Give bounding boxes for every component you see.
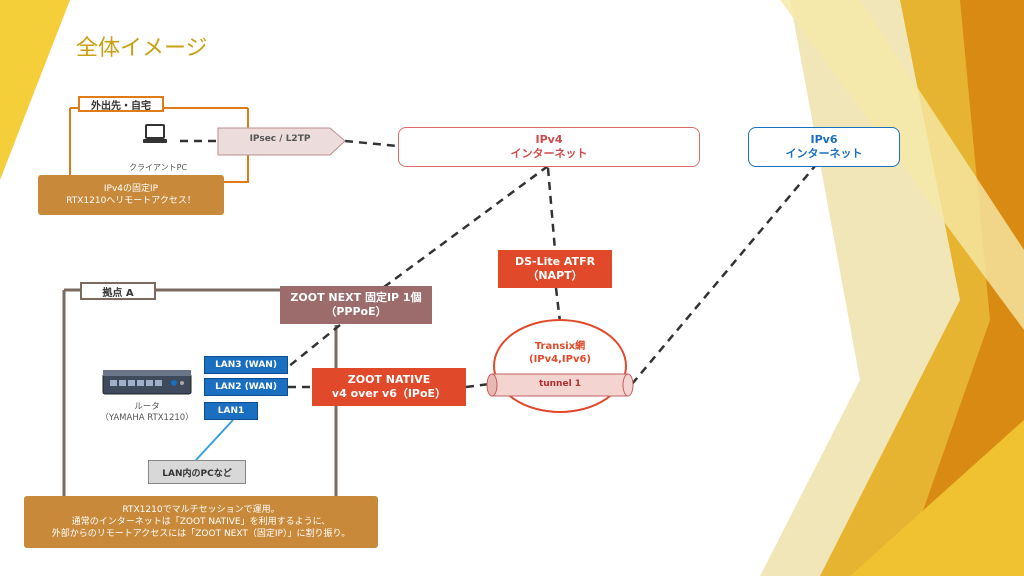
vpn-to-ipv4-line <box>344 139 399 148</box>
ipv6-line-1: IPv6 <box>810 133 838 146</box>
ds-lite-line-1: DS-Lite ATFR <box>514 255 596 268</box>
zoot-native-line-2: v4 over v6（IPoE） <box>331 387 447 400</box>
ipv4-line-1: IPv4 <box>535 133 563 146</box>
left-corner-shape <box>0 0 70 180</box>
vpn-arrow-shape <box>217 127 346 156</box>
zoot-native-line-1: ZOOT NATIVE <box>347 373 431 386</box>
ipv6-line-2: インターネット <box>785 147 863 160</box>
ipv4-to-dslite-line <box>546 167 557 251</box>
ds-lite-line-2: （NAPT） <box>527 269 583 282</box>
tunnel-to-ipv6-line <box>631 165 816 385</box>
ipv6-internet-box: IPv6 インターネット <box>748 127 900 167</box>
right-orange-shape <box>900 0 1024 576</box>
client-pc-label: クライアントPC <box>128 163 188 172</box>
zoot-next-line-1: ZOOT NEXT 固定IP 1個 <box>290 291 422 304</box>
router-line-1: ルータ <box>134 402 160 412</box>
transix-line-1: Transix網 <box>534 341 586 352</box>
remote-site-label: 外出先・自宅 <box>78 96 164 112</box>
zoot-native-box: ZOOT NATIVE v4 over v6（IPoE） <box>312 368 466 406</box>
lan-pc-box: LAN内のPCなど <box>148 460 246 484</box>
dslite-to-transix-line <box>554 287 562 323</box>
lan1-to-pc-line <box>195 419 234 461</box>
transix-ellipse <box>493 319 627 413</box>
remote-note-line-1: IPv4の固定IP <box>103 184 159 194</box>
zootnext-to-lan3-line <box>287 324 341 368</box>
site-a-note-line-3: 外部からのリモートアクセスには「ZOOT NEXT（固定IP）」に割り振り。 <box>51 529 351 539</box>
lan1-port: LAN1 <box>204 402 258 420</box>
laptop-icon <box>142 124 168 146</box>
ipv4-line-2: インターネット <box>510 147 588 160</box>
lan2-port: LAN2 (WAN) <box>204 378 288 396</box>
tunnel-left-end <box>486 373 498 397</box>
ipv4-to-zootnext-line <box>379 164 549 292</box>
lan3-port: LAN3 (WAN) <box>204 356 288 374</box>
native-to-tunnel-line <box>465 382 491 389</box>
ds-lite-box: DS-Lite ATFR （NAPT） <box>498 250 612 288</box>
transix-line-2: (IPv4,IPv6) <box>529 354 591 365</box>
vpn-label: IPsec / L2TP <box>249 134 311 144</box>
router-icon <box>102 368 192 396</box>
right-bottom-shape <box>850 420 1024 576</box>
transix-label: Transix網 (IPv4,IPv6) <box>510 340 610 366</box>
site-a-label: 拠点 A <box>80 282 156 300</box>
right-band-shape <box>780 0 1024 330</box>
tunnel-label: tunnel 1 <box>538 379 582 389</box>
site-a-note-line-1: RTX1210でマルチセッションで運用。 <box>122 505 280 515</box>
site-a-note-line-2: 通常のインターネットは「ZOOT NATIVE」を利用するように、 <box>71 517 331 527</box>
slide-title: 全体イメージ <box>76 36 208 61</box>
site-a-note: RTX1210でマルチセッションで運用。 通常のインターネットは「ZOOT NA… <box>24 496 378 548</box>
zoot-next-line-2: （PPPoE） <box>325 305 387 318</box>
ipv4-internet-box: IPv4 インターネット <box>398 127 700 167</box>
router-label: ルータ （YAMAHA RTX1210） <box>92 402 202 424</box>
remote-note-line-2: RTX1210へリモートアクセス！ <box>66 196 196 206</box>
router-line-2: （YAMAHA RTX1210） <box>100 413 194 423</box>
remote-note: IPv4の固定IP RTX1210へリモートアクセス！ <box>38 175 224 215</box>
zoot-next-box: ZOOT NEXT 固定IP 1個 （PPPoE） <box>280 286 432 324</box>
tunnel-right-end <box>622 373 634 397</box>
